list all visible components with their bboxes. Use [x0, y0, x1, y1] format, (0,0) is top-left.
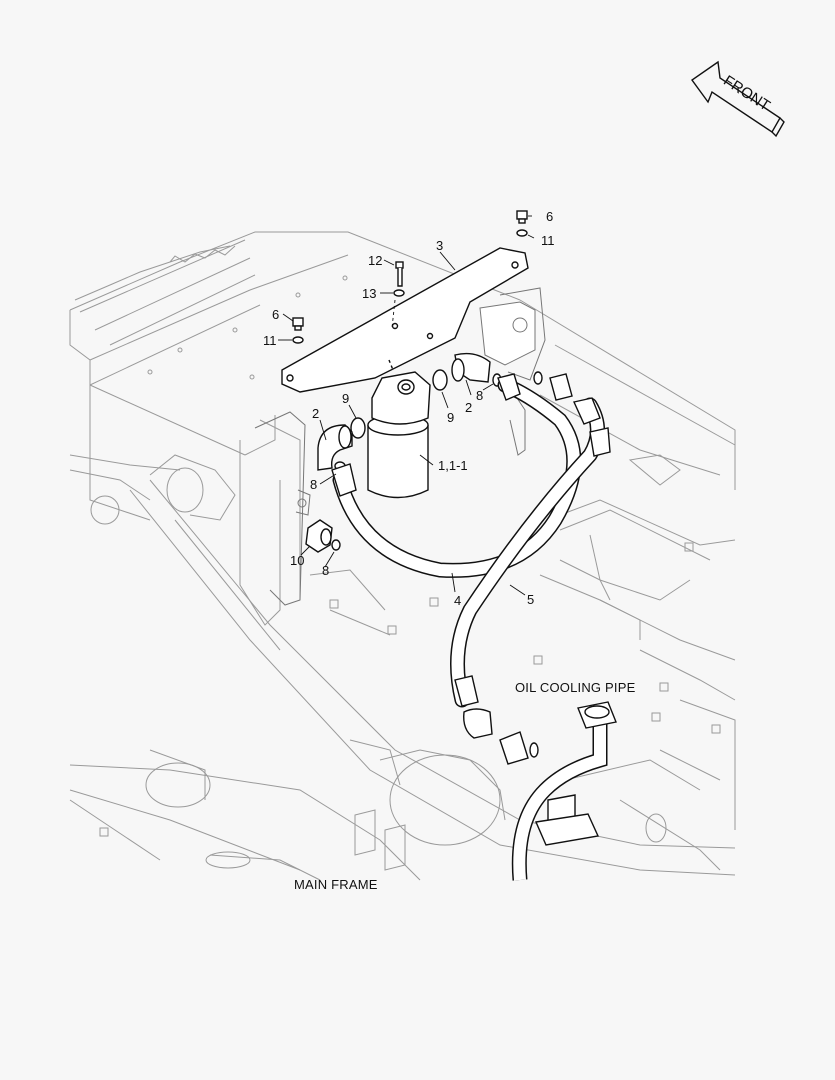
- oil-filter: [367, 359, 431, 499]
- callout-13: 13: [362, 286, 377, 301]
- callout-2-left: 2: [312, 406, 320, 421]
- o-ring-9-left-icon: [350, 417, 366, 439]
- callout-6-right: 6: [546, 209, 554, 224]
- callout-12: 12: [368, 253, 383, 268]
- callout-5: 5: [527, 592, 535, 607]
- washer-11-left-icon: [292, 336, 304, 344]
- washer-13-icon: [393, 289, 405, 297]
- callout-9-right: 9: [447, 410, 455, 425]
- hose-4: [331, 373, 582, 578]
- fitting-right-upper-icon: [533, 371, 573, 401]
- callout-8-bottom: 8: [322, 563, 330, 578]
- callout-10: 10: [290, 553, 305, 568]
- hose-5: [450, 397, 611, 739]
- callout-2-right: 2: [465, 400, 473, 415]
- bolt-12-icon: [395, 261, 404, 287]
- o-ring-8-bottom-icon: [331, 539, 341, 551]
- washer-11-right-icon: [516, 229, 528, 237]
- callout-8-mid: 8: [310, 477, 318, 492]
- callout-9-left: 9: [342, 391, 350, 406]
- bolt-6-left-icon: [292, 317, 304, 331]
- front-arrow-label: FRONT: [720, 72, 773, 114]
- elbow-fitting-left-icon: [317, 424, 353, 471]
- oil-cooling-pipe-label: OIL COOLING PIPE: [515, 680, 636, 695]
- main-frame-label: MAIN FRAME: [294, 877, 378, 892]
- callout-11-left: 11: [263, 333, 277, 348]
- mounting-bracket: [281, 247, 529, 393]
- elbow-fitting-right-icon: [451, 352, 491, 383]
- callout-11-right: 11: [541, 233, 555, 248]
- callout-1-1-1: 1,1-1: [438, 458, 468, 473]
- adapter-10-icon: [305, 519, 333, 553]
- callout-8-top: 8: [476, 388, 484, 403]
- o-ring-9-right-icon: [432, 369, 448, 391]
- oil-cooling-pipe: [499, 701, 617, 881]
- callout-3: 3: [436, 238, 444, 253]
- main-frame-outline: [69, 231, 736, 881]
- callout-leaders: [278, 215, 535, 596]
- callout-6-left: 6: [272, 307, 280, 322]
- callout-4: 4: [454, 593, 462, 608]
- front-arrow-icon: FRONT: [691, 60, 785, 138]
- support-column: [254, 287, 546, 606]
- bolt-6-right-icon: [516, 210, 528, 224]
